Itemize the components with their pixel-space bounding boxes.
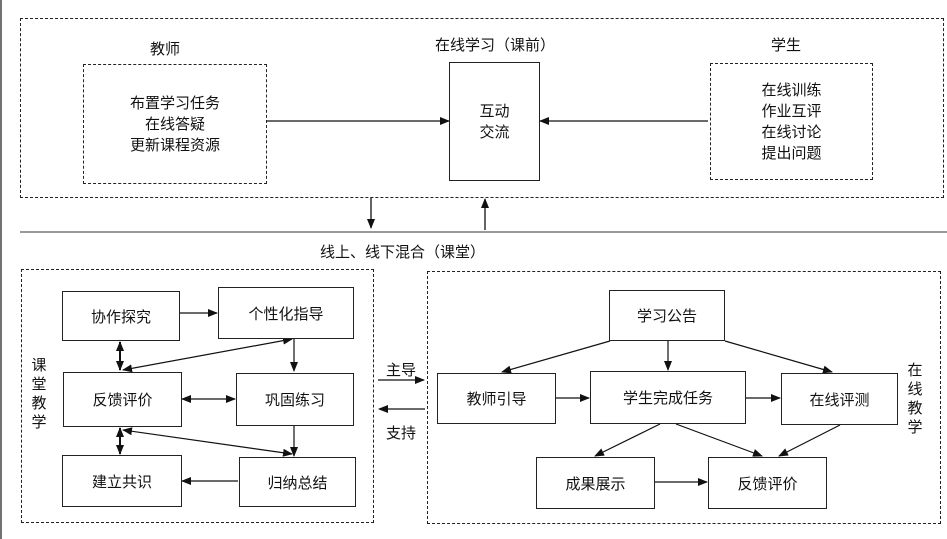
online-teaching-panel bbox=[427, 271, 941, 524]
classroom-teaching-side-label: 课堂教学 bbox=[31, 356, 47, 431]
arrow-announce-to-test bbox=[724, 340, 833, 374]
online-assessment-box: 在线评测 bbox=[781, 373, 898, 425]
student-item: 在线训练 bbox=[761, 80, 822, 99]
support-label: 支持 bbox=[386, 424, 417, 442]
student-tasks-box: 在线训练 作业互评 在线讨论 提出问题 bbox=[710, 63, 873, 180]
result-showcase-box: 成果展示 bbox=[536, 457, 655, 509]
arrow-feedback-summary bbox=[122, 427, 293, 457]
arrow-announce-to-teacher-guide bbox=[501, 340, 611, 374]
summarize-box: 归纳总结 bbox=[239, 457, 356, 507]
personalized-guidance-box: 个性化指导 bbox=[218, 287, 354, 339]
learning-announcement-box: 学习公告 bbox=[609, 290, 725, 341]
arrow-task-to-feedback bbox=[675, 423, 763, 457]
interact-box: 互动 交流 bbox=[449, 62, 540, 181]
student-item: 在线讨论 bbox=[761, 122, 822, 141]
online-learning-panel bbox=[20, 18, 944, 198]
online-teaching-side-label: 在线教学 bbox=[907, 361, 923, 436]
arrow-test-to-feedback bbox=[778, 424, 841, 457]
collaborative-explore-box: 协作探究 bbox=[62, 291, 180, 341]
online-learning-title: 在线学习（课前） bbox=[435, 36, 556, 54]
consolidation-practice-box: 巩固练习 bbox=[236, 373, 354, 426]
interact-line: 交流 bbox=[479, 122, 510, 141]
student-label: 学生 bbox=[771, 36, 802, 54]
teacher-item: 布置学习任务 bbox=[129, 93, 220, 112]
blended-label: 线上、线下混合（课堂） bbox=[320, 243, 486, 261]
teacher-tasks-box: 布置学习任务 在线答疑 更新课程资源 bbox=[83, 64, 267, 184]
classroom-teaching-panel bbox=[21, 269, 374, 523]
lead-label: 主导 bbox=[386, 361, 417, 379]
teacher-label: 教师 bbox=[150, 40, 181, 58]
arrow-feedback-guide bbox=[122, 336, 293, 373]
teacher-item: 更新课程资源 bbox=[129, 135, 220, 154]
feedback-evaluation-box: 反馈评价 bbox=[63, 372, 182, 427]
arrow-task-to-showcase bbox=[594, 423, 661, 457]
online-feedback-evaluation-box: 反馈评价 bbox=[708, 457, 827, 509]
build-consensus-box: 建立共识 bbox=[62, 455, 182, 507]
teacher-item: 在线答疑 bbox=[144, 114, 205, 133]
student-complete-task-box: 学生完成任务 bbox=[590, 371, 746, 424]
student-item: 提出问题 bbox=[761, 143, 822, 162]
teacher-guidance-box: 教师引导 bbox=[437, 373, 556, 424]
student-item: 作业互评 bbox=[761, 101, 822, 120]
interact-line: 互动 bbox=[479, 101, 510, 120]
